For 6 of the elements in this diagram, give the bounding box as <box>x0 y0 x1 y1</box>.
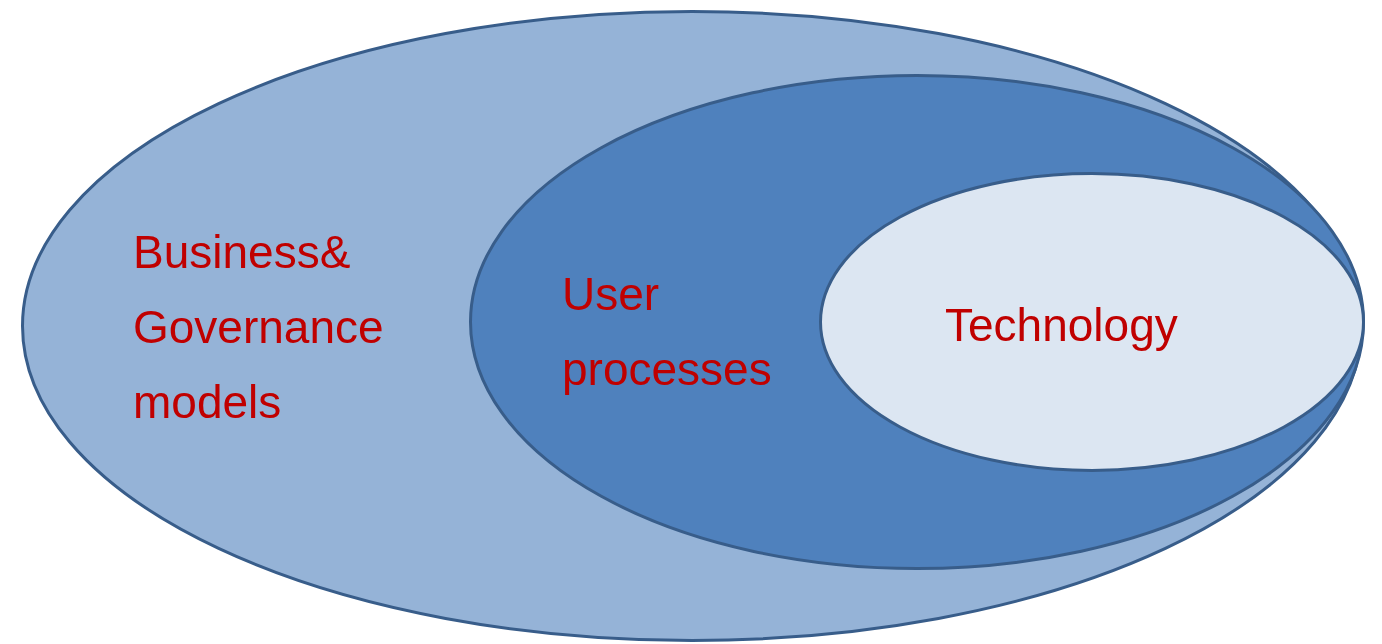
region-label: Technology <box>945 298 1179 353</box>
ellipse-region <box>469 74 1365 570</box>
ellipse-region <box>819 172 1365 472</box>
ellipse-region <box>21 10 1363 642</box>
region-label: Business& Governance models <box>133 225 385 430</box>
region-label: User processes <box>562 267 773 397</box>
